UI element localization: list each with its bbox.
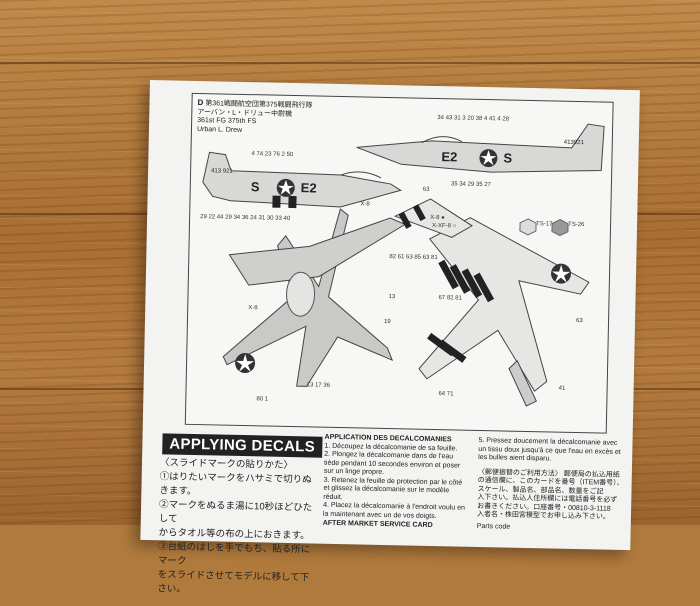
svg-text:41: 41 — [559, 386, 566, 392]
plan-view-left: X-8 X-8 13 19 13 17 36 80 1 — [222, 201, 407, 403]
svg-text:19: 19 — [384, 319, 391, 325]
svg-text:34 43 31 3 20 38 4 41 4 28: 34 43 31 3 20 38 4 41 4 28 — [437, 115, 510, 123]
jp-step: をスライドさせてモデルに移して下さい。 — [157, 569, 310, 595]
french-instructions-right: 5. Pressez doucement la décalcomanie ave… — [477, 437, 629, 523]
panel-letter: D — [197, 98, 204, 108]
side-profile-left: S E2 413 921 4 74 23 76 2 50 29 22 44 29… — [200, 151, 402, 222]
panel-header: D 第361戦闘航空団第375戦闘飛行隊 アーバン・L・ドリュー中尉機 361s… — [196, 98, 313, 136]
svg-text:64 71: 64 71 — [438, 391, 454, 397]
svg-text:67 82 81: 67 82 81 — [438, 295, 462, 302]
svg-text:29 22 44 29 34 36 24 31 30 33: 29 22 44 29 34 36 24 31 30 33 40 — [200, 214, 291, 222]
plank-seam — [0, 62, 700, 64]
svg-text:13 17 36: 13 17 36 — [307, 382, 331, 389]
svg-text:63: 63 — [576, 318, 583, 324]
japanese-instructions: 〈スライドマークの貼りかた〉 ①はりたいマークをハサミで切りぬきます。 ②マーク… — [157, 456, 320, 599]
jp-step: ①はりたいマークをハサミで切りぬきます。 — [159, 471, 312, 498]
svg-text:82 61 63 85 63 81: 82 61 63 85 63 81 — [389, 254, 438, 261]
paint-swatches: X-8 ● X-XF-8 ○ TS-17 TS-26 — [430, 215, 585, 237]
pilot-label: Urban L. Drew — [196, 125, 243, 134]
french-instructions: APPLICATION DES DECALCOMANIES 1. Découpe… — [323, 434, 485, 522]
marking-diagram-panel: S E2 413 921 4 74 23 76 2 50 29 22 44 29… — [184, 92, 614, 434]
svg-text:X-8 ●: X-8 ● — [430, 215, 445, 221]
side-profile-right: E2 S 413921 34 43 31 3 20 38 4 41 4 28 3… — [356, 115, 605, 188]
svg-text:S: S — [251, 179, 260, 194]
svg-text:413921: 413921 — [564, 140, 585, 146]
instruction-sheet: S E2 413 921 4 74 23 76 2 50 29 22 44 29… — [140, 80, 640, 595]
svg-text:413 921: 413 921 — [211, 168, 233, 174]
svg-text:63: 63 — [423, 187, 430, 193]
svg-text:S: S — [503, 150, 512, 165]
panel-subtitle-jp: アーバン・L・ドリュー中尉機 — [197, 108, 293, 118]
svg-text:E2: E2 — [301, 180, 317, 195]
plan-view-right: 63 82 61 63 85 63 81 67 82 81 64 71 41 6… — [389, 187, 590, 407]
svg-text:X-XF-8 ○: X-XF-8 ○ — [432, 223, 457, 230]
parts-code-label: Parts code — [476, 522, 511, 531]
svg-text:TS-26: TS-26 — [568, 222, 585, 228]
svg-text:35 34 29 35 27: 35 34 29 35 27 — [451, 181, 492, 188]
unit-label: 361st FG 375th FS — [197, 116, 257, 126]
aircraft-illustrations: S E2 413 921 4 74 23 76 2 50 29 22 44 29… — [200, 115, 605, 407]
svg-text:13: 13 — [388, 294, 395, 300]
svg-text:E2: E2 — [441, 149, 457, 164]
svg-text:4 74 23 76 2 50: 4 74 23 76 2 50 — [251, 151, 293, 158]
svg-text:X-8: X-8 — [248, 305, 258, 311]
svg-text:X-8: X-8 — [360, 201, 370, 207]
jp-step: ③台紙のはしを手でもち、貼る所にマーク — [157, 541, 311, 567]
order-note: 入者名・株田宮模型でお申し込み下さい。 — [476, 510, 611, 521]
applying-decals-title: APPLYING DECALS — [162, 433, 323, 458]
svg-text:TS-17: TS-17 — [536, 221, 553, 227]
svg-text:80 1: 80 1 — [256, 396, 268, 402]
